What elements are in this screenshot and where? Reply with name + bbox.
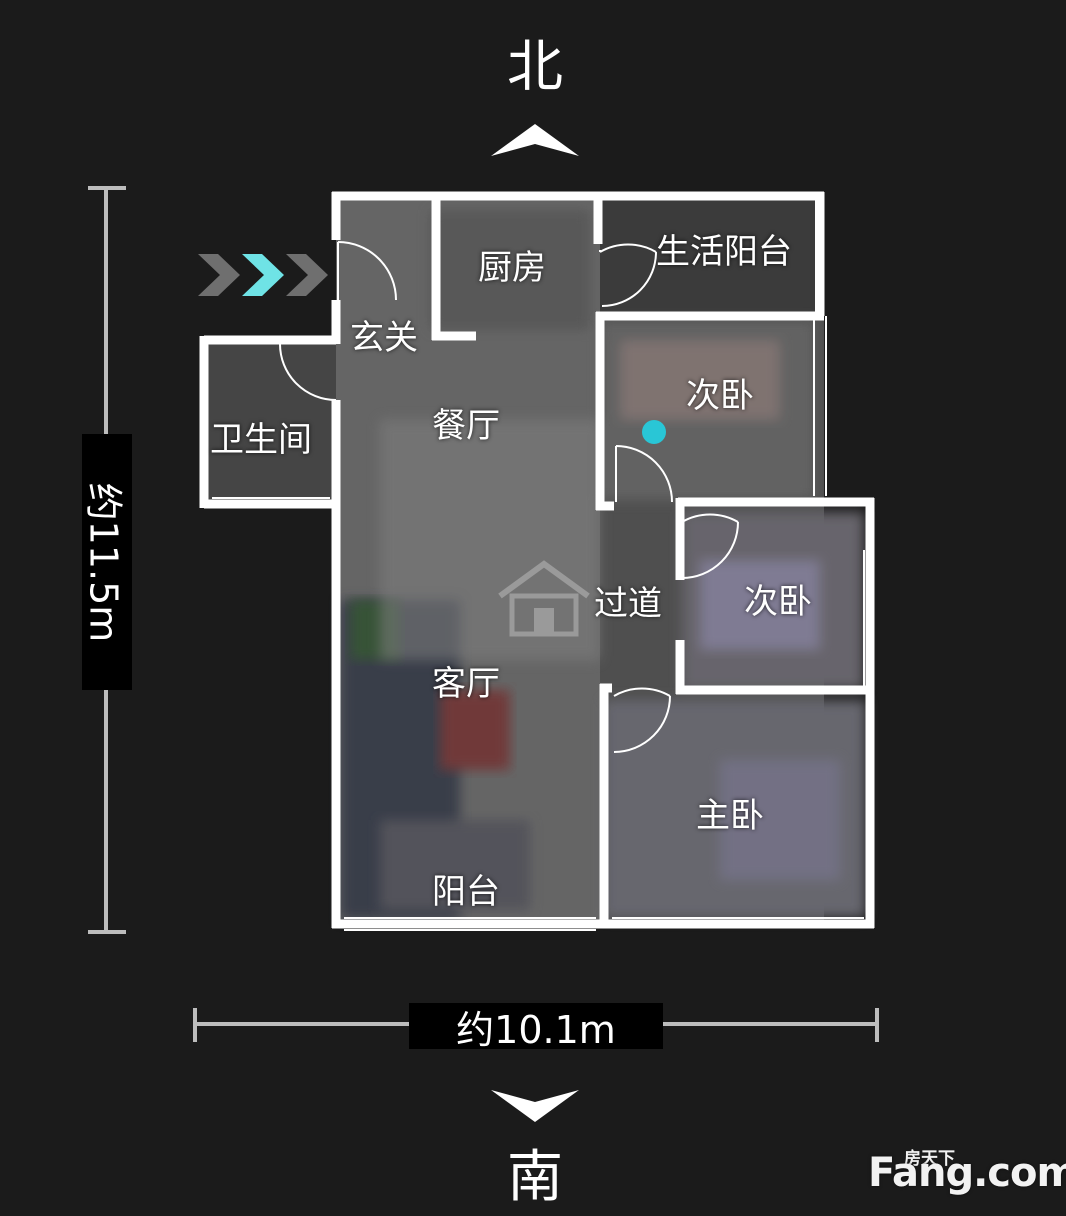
- room-label-dining: 餐厅: [432, 406, 500, 446]
- interior-fill: [208, 196, 866, 924]
- room-label-entrance: 玄关: [350, 318, 418, 358]
- watermark-brand: Fang.com: [868, 1150, 1066, 1196]
- room-label-bathroom: 卫生间: [210, 420, 312, 460]
- north-label: 北: [507, 35, 563, 100]
- height-dimension-cap-top: [88, 186, 126, 190]
- height-dimension-label: 约11.5m: [82, 434, 132, 690]
- room-label-bedroom-middle: 次卧: [744, 582, 812, 622]
- width-dimension-label: 约10.1m: [409, 1003, 663, 1052]
- triple-chevron-right-icon: [198, 254, 328, 296]
- house-logo-icon: [498, 560, 590, 637]
- chevron-up-icon: [491, 124, 579, 156]
- height-dimension-cap-bottom: [88, 930, 126, 934]
- room-label-corridor: 过道: [594, 584, 662, 624]
- room-label-living: 客厅: [432, 664, 500, 704]
- position-dot-icon: [642, 420, 666, 444]
- width-dimension-cap-right: [875, 1008, 879, 1042]
- width-dimension-cap-left: [193, 1008, 197, 1042]
- room-label-balcony: 阳台: [432, 872, 500, 912]
- doors: [279, 241, 739, 753]
- south-label: 南: [507, 1145, 563, 1210]
- watermark-brand-cn: 房天下: [904, 1149, 955, 1169]
- room-label-service-balcony: 生活阳台: [656, 232, 792, 272]
- room-label-master: 主卧: [696, 796, 764, 836]
- chevron-down-icon: [491, 1090, 579, 1122]
- room-label-bedroom-north: 次卧: [686, 376, 754, 416]
- walls: [199, 191, 875, 929]
- room-label-kitchen: 厨房: [478, 248, 546, 288]
- windows: [212, 196, 865, 931]
